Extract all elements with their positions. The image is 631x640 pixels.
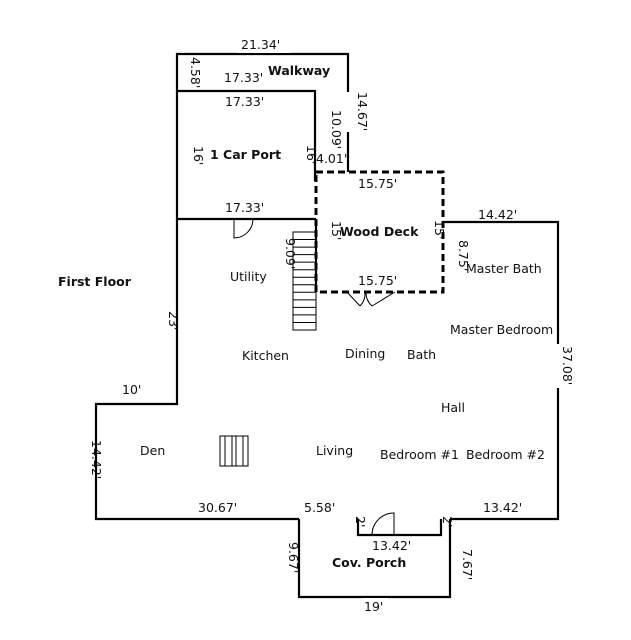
dim-walkway-right: 14.67'	[355, 92, 370, 131]
dim-carport-right: 16'	[304, 145, 319, 164]
utility-door-icon	[233, 218, 254, 239]
dim-deck-bottom: 15.75'	[358, 273, 397, 288]
stairs-icon	[292, 231, 317, 331]
dim-den-top: 10'	[122, 382, 141, 397]
room-wood-deck: Wood Deck	[340, 224, 419, 239]
room-master-bedroom: Master Bedroom	[450, 322, 553, 337]
dim-den-left: 14.42'	[89, 440, 104, 479]
dim-porch-left: 9.67'	[286, 542, 301, 573]
dim-bottom-mid: 5.58'	[304, 500, 335, 515]
dim-carport-right-b: 4.01'	[316, 151, 347, 166]
dim-carport-top: 17.33'	[225, 94, 264, 109]
dim-porch-step-left: 2'	[353, 516, 368, 527]
fireplace-icon	[219, 435, 249, 467]
dim-deck-left: 15'	[329, 221, 344, 240]
room-bedroom-2: Bedroom #2	[466, 447, 545, 462]
house-outline	[94, 219, 299, 521]
dim-carport-bottom: 17.33'	[225, 200, 264, 215]
room-bath: Bath	[407, 347, 436, 362]
dim-walkway-inner: 17.33'	[224, 70, 263, 85]
room-utility: Utility	[230, 269, 267, 284]
room-master-bath: Master Bath	[466, 261, 542, 276]
dim-deck-right: 15'	[432, 220, 447, 239]
room-walkway: Walkway	[268, 63, 330, 78]
walkway-outline	[175, 52, 350, 181]
dim-porch-step-right: 2'	[440, 516, 455, 527]
dim-stair-length: 9.09'	[283, 238, 298, 269]
dim-walkway-top: 21.34'	[241, 37, 280, 52]
dim-bottom-right: 13.42'	[483, 500, 522, 515]
front-door-icon	[371, 512, 395, 536]
dim-bottom-left: 30.67'	[198, 500, 237, 515]
dim-carport-right-a: 10.09'	[329, 110, 344, 149]
dim-porch-right: 7.67'	[460, 549, 475, 580]
room-kitchen: Kitchen	[242, 348, 289, 363]
porch-step	[356, 519, 443, 537]
room-den: Den	[140, 443, 165, 458]
room-living: Living	[316, 443, 353, 458]
dim-right-top: 14.42'	[478, 207, 517, 222]
deck-double-door-icon	[346, 291, 396, 307]
dim-carport-left: 16'	[191, 146, 206, 165]
room-cov-porch: Cov. Porch	[332, 555, 406, 570]
dim-left-23: 23'	[166, 311, 181, 330]
dim-porch-bottom: 19'	[364, 599, 383, 614]
room-hall: Hall	[441, 400, 465, 415]
dim-walkway-left: 4.58'	[188, 57, 203, 88]
plan-title: First Floor	[58, 274, 132, 289]
room-bedroom-1: Bedroom #1	[380, 447, 459, 462]
room-carport: 1 Car Port	[210, 147, 281, 162]
dim-right-long: 37.08'	[560, 346, 575, 385]
dim-right-short: 8.75'	[456, 240, 471, 271]
dim-porch-top: 13.42'	[372, 538, 411, 553]
dim-deck-top: 15.75'	[358, 176, 397, 191]
porch-outline	[297, 519, 452, 599]
room-dining: Dining	[345, 346, 385, 361]
